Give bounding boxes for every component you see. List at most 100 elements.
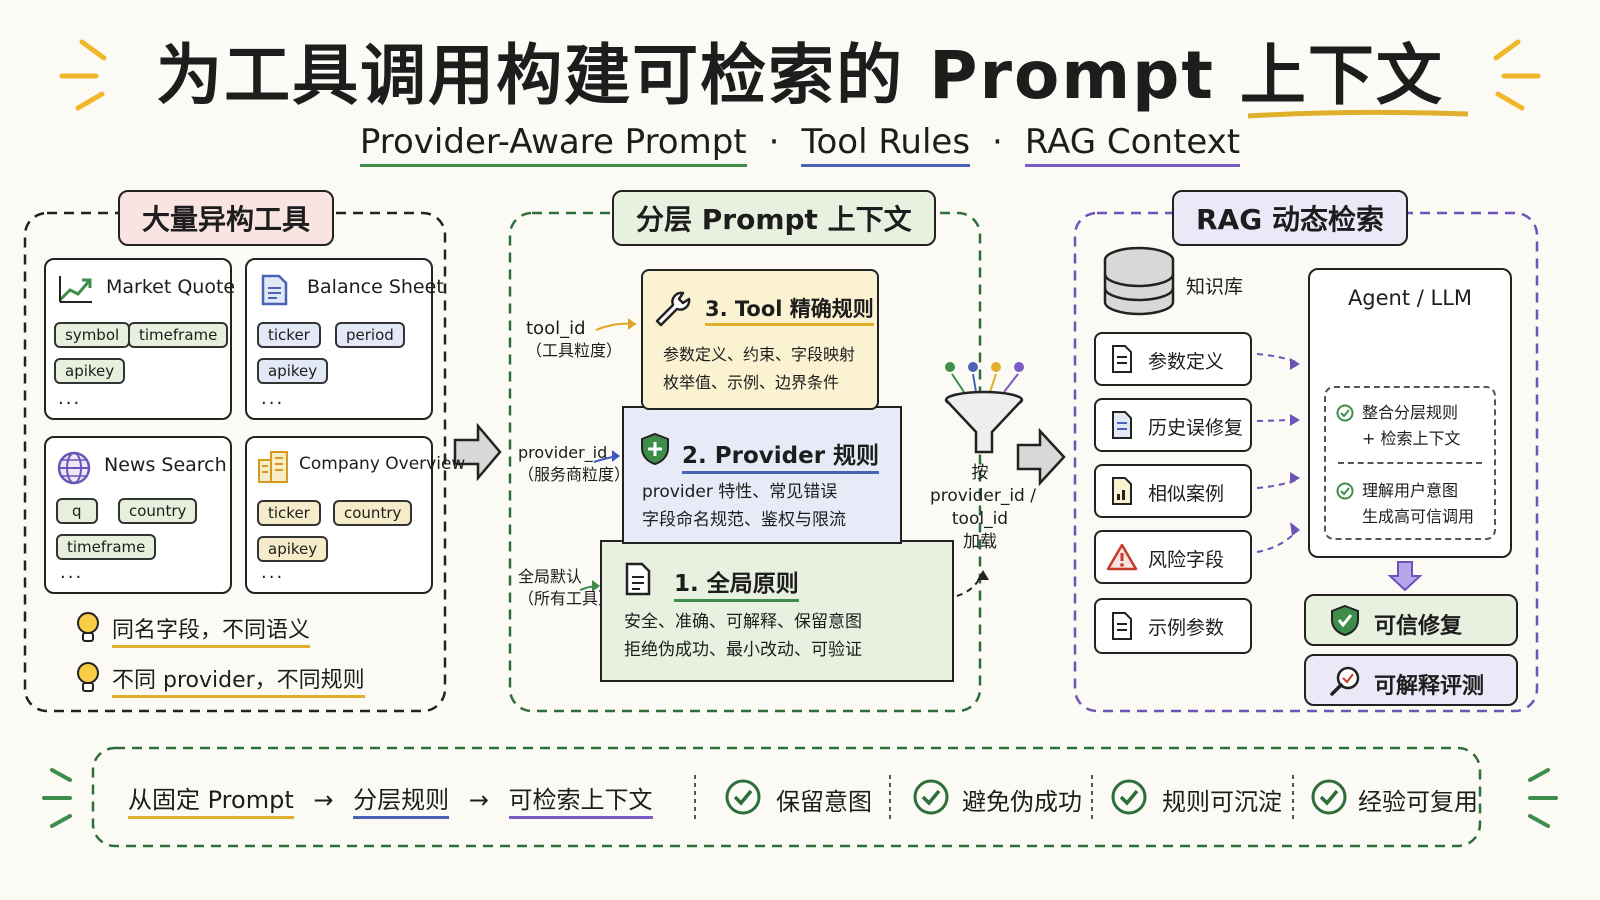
arrow-global-head [592,580,600,592]
field-chip: country [118,498,198,524]
bottom-bar-border [91,746,1482,848]
lightbulb-icon [77,612,99,642]
arrow-provider-id-head [612,450,620,462]
globe-icon [57,451,91,485]
bottom-sparks-right [1528,768,1558,828]
field-chip: timeframe [128,322,229,348]
bottom-flow: 从固定 Prompt → 分层规则 → 可检索上下文 [128,780,653,819]
more-fields: ... [60,562,84,583]
wrench-icon [655,291,691,327]
document-icon [1112,411,1132,439]
item-label: 参数定义 [1148,351,1225,373]
lightbulb-icon [77,662,99,692]
database-icon [1103,246,1175,316]
layer-title: 1. 全局原则 [674,564,799,602]
arrow-tool-id-head [628,318,636,330]
retrieval-arrow-heads [1290,358,1300,536]
field-chip: period [335,322,405,348]
middle-panel-title: 分层 Prompt 上下文 [612,190,936,246]
check-circle-icon [913,779,949,815]
note-same-field: 同名字段，不同语义 [112,612,311,648]
layer-description: 安全、准确、可解释、保留意图 拒绝伪成功、最小改动、可验证 [624,612,862,660]
building-icon [258,451,288,483]
page-subtitle: Provider-Aware Prompt·Tool Rules·RAG Con… [0,122,1600,167]
retrieval-item-example-params[interactable]: 示例参数 [1094,598,1252,654]
side-label-provider-id: provider_id （服务商粒度） [518,443,631,484]
layer-tool-rules: 3. Tool 精确规则 参数定义、约束、字段映射 枚举值、示例、边界条件 [641,269,879,410]
retrieval-item-risk-fields[interactable]: 风险字段 [1094,530,1252,584]
field-chip: q [56,498,98,524]
document-icon [1112,345,1132,373]
agent-down-arrow [1387,561,1423,592]
benefit-rules-accumulate: 规则可沉淀 [1162,788,1282,816]
field-chip: symbol [54,322,131,348]
item-label: 示例参数 [1148,617,1225,639]
document-icon [625,562,651,596]
button-label: 可信修复 [1374,614,1463,639]
tool-name: Market Quote [106,276,236,298]
more-fields: ... [58,388,82,409]
tool-card-company-overview[interactable]: Company Overview ticker country apikey .… [245,436,465,594]
document-icon [1112,612,1132,640]
item-label: 历史误修复 [1148,417,1244,439]
tool-card-balance-sheet[interactable]: Balance Sheet ticker period apikey ... [245,258,444,420]
retrieval-item-history-fix[interactable]: 历史误修复 [1094,398,1252,452]
trusted-repair-button[interactable]: 可信修复 [1304,594,1518,646]
arrow-stack-to-filter-head [977,570,989,580]
field-chip: timeframe [56,534,157,560]
bottom-sparks-left [42,768,72,828]
agent-checklist: 整合分层规则 + 检索上下文 理解用户意图 生成高可信调用 [1324,386,1496,540]
magnifier-icon [1330,666,1360,696]
subtitle-tool-rules: Tool Rules [801,122,971,167]
knowledge-base-label: 知识库 [1186,276,1244,298]
field-chip: apikey [54,358,126,384]
more-fields: ... [261,562,285,583]
layer-title: 2. Provider 规则 [682,436,880,474]
agent-title: Agent / LLM [1347,286,1473,310]
layer-description: provider 特性、常见错误 字段命名规范、鉴权与限流 [642,482,846,530]
arrow-middle-to-right [1016,427,1066,487]
check-circle-icon [1311,779,1347,815]
field-chip: ticker [257,500,321,526]
check-circle-icon [725,779,761,815]
flow-arrow: → [468,786,489,814]
warning-icon [1106,543,1138,571]
benefit-keep-intent: 保留意图 [776,788,872,816]
shield-icon [641,432,669,466]
subtitle-separator: · [768,122,780,162]
flow-step-fixed-prompt: 从固定 Prompt [128,786,294,819]
check-circle-icon [1111,779,1147,815]
tool-card-market-quote[interactable]: Market Quote symbol timeframe apikey ... [44,258,236,420]
subtitle-rag-context: RAG Context [1024,122,1241,167]
subtitle-separator: · [992,122,1003,162]
retrieval-item-param-def[interactable]: 参数定义 [1094,332,1252,386]
side-label-tool-id: tool_id （工具粒度） [526,318,623,360]
layer-description: 参数定义、约束、字段映射 枚举值、示例、边界条件 [663,345,856,392]
field-chip: apikey [257,358,329,384]
agent-check-item: 整合分层规则 + 检索上下文 [1362,403,1461,448]
document-chart-icon [1112,477,1132,505]
tool-card-news-search[interactable]: News Search q country timeframe ... [44,436,232,594]
document-icon [261,274,288,306]
retrieval-item-similar-cases[interactable]: 相似案例 [1094,464,1252,518]
more-fields: ... [261,388,285,409]
agent-llm-box: Agent / LLM 整合分层规则 + 检索上下文 理解用户意图 生成高可信调… [1308,268,1512,558]
page-title: 为工具调用构建可检索的 Prompt 上下文 [156,37,1444,114]
agent-divider [1338,462,1482,464]
tool-name: Company Overview [299,454,466,474]
explainable-eval-button[interactable]: 可解释评测 [1304,654,1518,706]
layer-global-principles: 1. 全局原则 安全、准确、可解释、保留意图 拒绝伪成功、最小改动、可验证 [600,540,954,682]
field-chip: apikey [257,536,329,562]
funnel-icon [944,362,1024,454]
check-icon [1336,404,1354,422]
item-label: 风险字段 [1148,549,1225,571]
layer-title: 3. Tool 精确规则 [705,293,874,326]
benefit-experience-reusable: 经验可复用 [1358,788,1478,816]
side-label-global: 全局默认 （所有工具） [518,567,615,608]
arrow-left-to-middle [453,422,502,482]
right-panel-title: RAG 动态检索 [1172,190,1408,246]
flow-arrow: → [313,786,334,814]
left-panel-title: 大量异构工具 [118,190,335,246]
flow-step-layered-rules: 分层规则 [353,786,450,819]
filter-label: 按 provider_id / tool_id 加载 [930,463,1036,552]
